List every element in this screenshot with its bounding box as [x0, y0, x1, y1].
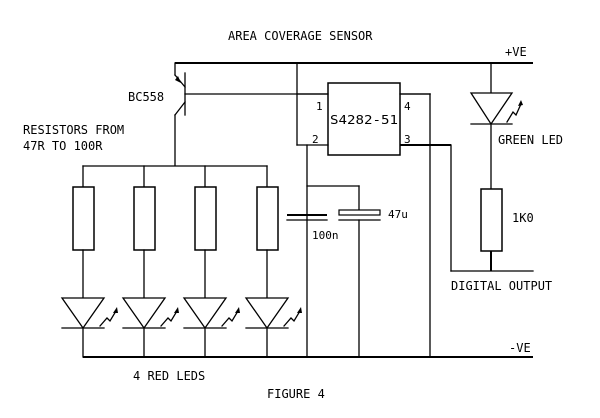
resistor-3 [194, 186, 217, 251]
light-emission-arrow-icon [297, 307, 302, 313]
capacitor-47u [338, 209, 381, 358]
figure-caption: FIGURE 4 [267, 387, 325, 401]
ic-pin-4: 4 [404, 100, 411, 113]
emission-line-3 [221, 310, 239, 327]
ic-label: S4282-51 [330, 113, 398, 127]
light-emission-arrow-icon [113, 307, 118, 313]
red-leds-label: 4 RED LEDS [133, 369, 205, 383]
ic-pin-2: 2 [312, 133, 319, 146]
resistor-1k0-label: 1K0 [512, 211, 534, 225]
capacitor-47u-label: 47u [388, 208, 408, 221]
light-emission-arrow-icon [174, 307, 179, 313]
resistor-1k0 [450, 188, 534, 272]
positive-rail-label: +VE [505, 45, 527, 59]
digital-output-label: DIGITAL OUTPUT [451, 279, 552, 293]
light-emission-arrow-icon [235, 307, 240, 313]
diagram-title: AREA COVERAGE SENSOR [228, 29, 373, 43]
light-emission-arrow-icon [518, 100, 523, 106]
negative-rail-label: -VE [509, 341, 531, 355]
ic-pin-1: 1 [316, 100, 323, 113]
red-led-3 [182, 297, 228, 330]
ic-s4282-51 [296, 62, 452, 358]
ic-pin-3: 3 [404, 133, 411, 146]
resistor-2 [133, 186, 156, 251]
capacitor-100n-label: 100n [312, 229, 339, 242]
red-led-1 [60, 297, 106, 330]
green-led-label: GREEN LED [498, 133, 563, 147]
red-led-2 [121, 297, 167, 330]
emission-line-1 [99, 310, 117, 327]
emitter-arrow-icon [175, 76, 181, 83]
resistor-4 [256, 186, 279, 251]
resistor-note-line2: 47R TO 100R [23, 139, 103, 153]
resistor-1 [72, 186, 95, 251]
capacitor-100n [286, 185, 360, 221]
red-led-4 [244, 297, 290, 330]
emission-line-2 [160, 310, 178, 327]
emission-line-4 [283, 310, 301, 327]
transistor-label: BC558 [128, 90, 164, 104]
resistor-note-line1: RESISTORS FROM [23, 123, 124, 137]
green-led [469, 62, 523, 190]
